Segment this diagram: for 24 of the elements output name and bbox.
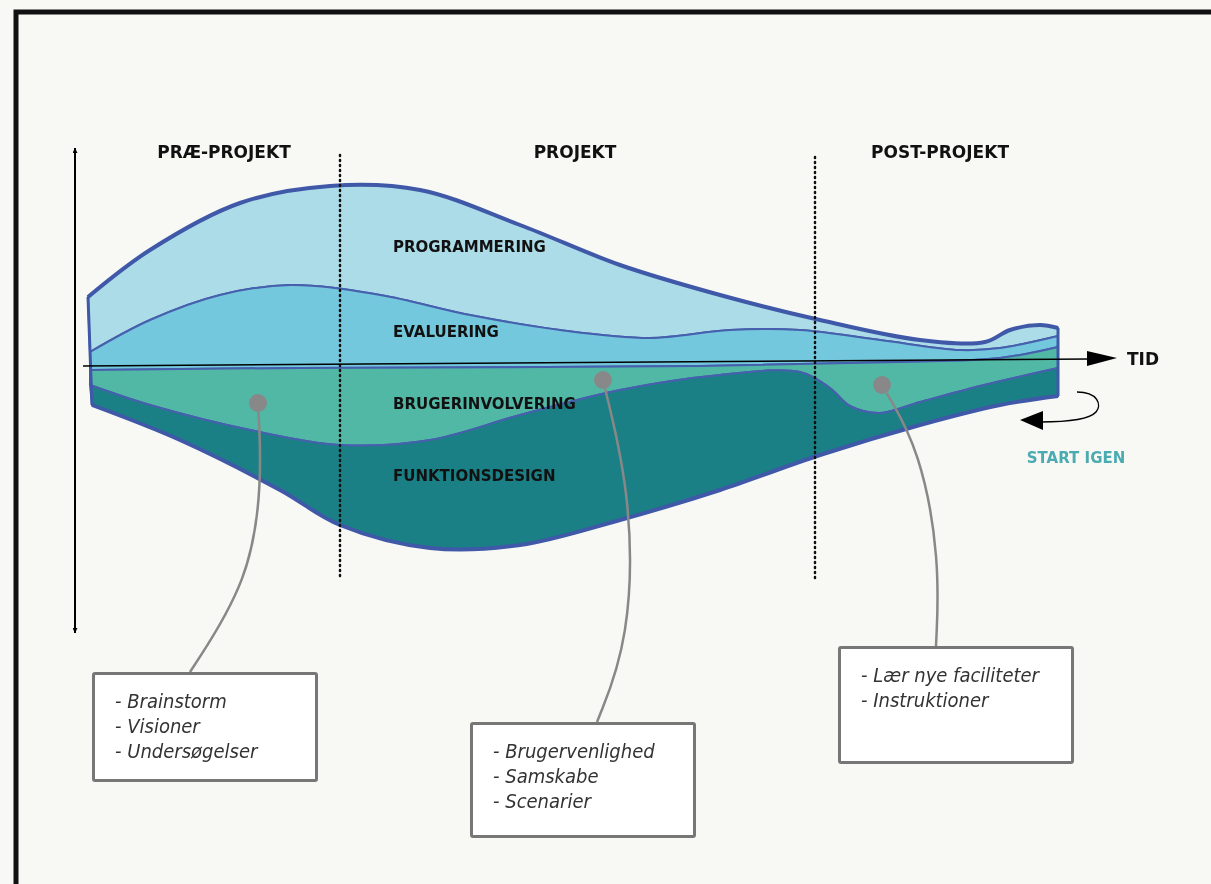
phase-heading: PROJEKT bbox=[533, 141, 617, 162]
bullet-item: - Visioner bbox=[115, 714, 200, 739]
bullet-item: - Brugervenlighed bbox=[493, 739, 655, 764]
bullet-item: - Undersøgelser bbox=[115, 739, 258, 764]
note-card bbox=[92, 672, 318, 782]
bullet-item: - Brainstorm bbox=[115, 689, 227, 714]
note-card bbox=[470, 722, 696, 838]
phase-heading: POST-PROJEKT bbox=[871, 141, 1009, 162]
bullet-item: - Lær nye faciliteter bbox=[861, 663, 1039, 688]
bullet-item: - Scenarier bbox=[493, 789, 591, 814]
leader-line bbox=[595, 388, 632, 723]
bullet-item: - Samskabe bbox=[493, 764, 599, 789]
band-label: FUNKTIONSDESIGN bbox=[393, 467, 556, 486]
band-label: PROGRAMMERING bbox=[393, 238, 546, 257]
loop-label: START IGEN bbox=[1026, 449, 1126, 468]
phase-heading: PRÆ-PROJEKT bbox=[157, 141, 291, 162]
axis-label: TID bbox=[1127, 348, 1160, 369]
marker-dot bbox=[249, 394, 267, 412]
bullet-item: - Instruktioner bbox=[861, 688, 989, 713]
band-label: BRUGERINVOLVERING bbox=[393, 395, 576, 414]
band-label: EVALUERING bbox=[393, 323, 499, 342]
note-card bbox=[838, 646, 1074, 764]
marker-dot bbox=[873, 376, 891, 394]
marker-dot bbox=[594, 371, 612, 389]
